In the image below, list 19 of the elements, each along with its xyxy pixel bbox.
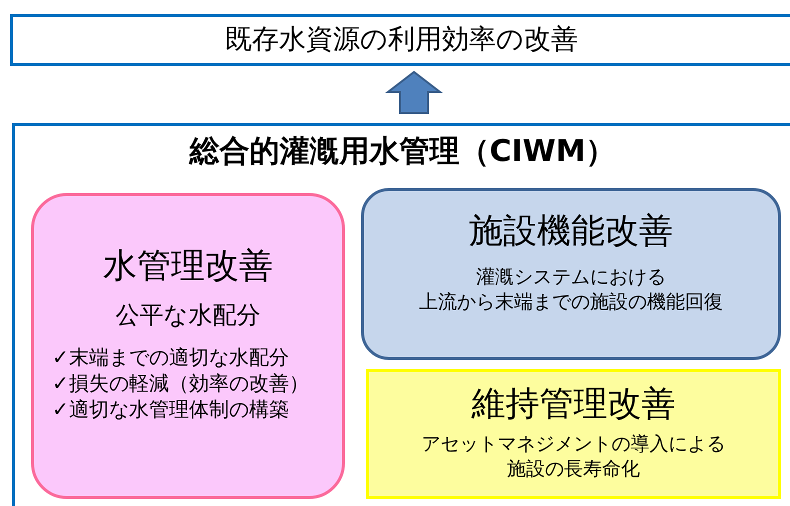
component-title: 施設機能改善: [468, 210, 674, 253]
component-box: [361, 188, 781, 360]
component-title: 維持管理改善: [470, 383, 676, 426]
description-text: 上流から末端までの施設の機能回復: [418, 290, 724, 315]
component-box: [366, 369, 781, 499]
goal-box: [10, 14, 790, 66]
block-arrow: [385, 70, 443, 114]
goal-text: 既存水資源の利用効率の改善: [225, 23, 578, 58]
checklist-item: ✓適切な水管理体制の構築: [52, 397, 289, 422]
checklist-item: ✓末端までの適切な水配分: [52, 345, 289, 370]
description-text: アセットマネジメントの導入による: [420, 432, 726, 457]
checklist-item: ✓損失の軽減（効率の改善）: [52, 371, 309, 396]
component-box: [31, 193, 345, 499]
panel-title: 総合的灌漑用水管理（CIWM）: [188, 133, 617, 171]
description-text: 施設の長寿命化: [506, 456, 641, 482]
description-text: 灌漑システムにおける: [475, 265, 667, 290]
subtitle: 公平な水配分: [114, 300, 262, 332]
component-title: 水管理改善: [102, 245, 274, 288]
framework-panel: [12, 123, 790, 506]
